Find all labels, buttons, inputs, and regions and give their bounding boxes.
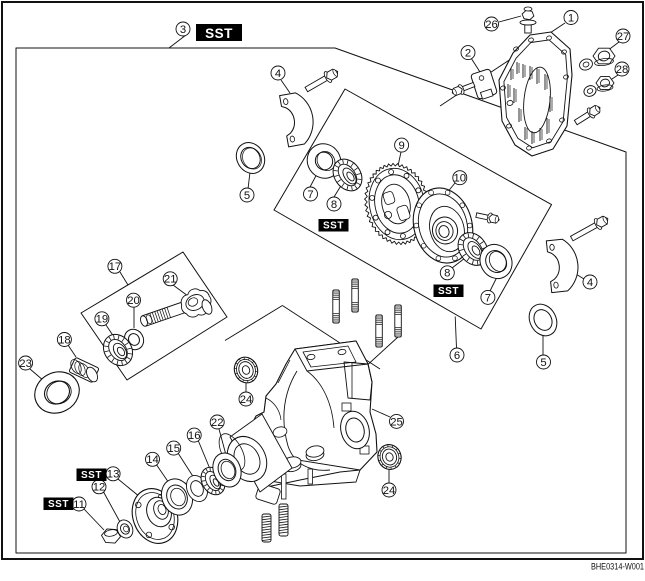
svg-text:2: 2 bbox=[465, 48, 471, 60]
svg-text:4: 4 bbox=[587, 277, 593, 289]
svg-text:SST: SST bbox=[323, 221, 344, 232]
svg-text:24: 24 bbox=[240, 394, 253, 406]
svg-text:8: 8 bbox=[331, 199, 337, 211]
svg-text:28: 28 bbox=[616, 64, 629, 76]
svg-text:23: 23 bbox=[19, 358, 32, 370]
svg-text:1: 1 bbox=[568, 12, 574, 24]
svg-text:BHE0314-W001: BHE0314-W001 bbox=[591, 562, 644, 572]
svg-text:8: 8 bbox=[444, 268, 450, 280]
svg-text:11: 11 bbox=[73, 499, 85, 511]
svg-text:21: 21 bbox=[164, 274, 177, 286]
svg-text:3: 3 bbox=[180, 24, 186, 36]
svg-text:SST: SST bbox=[438, 286, 459, 297]
svg-text:12: 12 bbox=[93, 482, 106, 494]
svg-text:18: 18 bbox=[58, 334, 71, 346]
svg-text:4: 4 bbox=[275, 68, 281, 80]
svg-text:24: 24 bbox=[383, 485, 396, 497]
svg-text:13: 13 bbox=[107, 469, 120, 481]
svg-text:22: 22 bbox=[211, 417, 224, 429]
svg-text:17: 17 bbox=[109, 261, 122, 273]
svg-text:7: 7 bbox=[307, 189, 313, 201]
svg-text:5: 5 bbox=[540, 357, 546, 369]
svg-text:SST: SST bbox=[205, 26, 233, 41]
svg-text:5: 5 bbox=[244, 190, 250, 202]
svg-text:15: 15 bbox=[167, 443, 180, 455]
svg-text:6: 6 bbox=[454, 350, 460, 362]
svg-text:16: 16 bbox=[188, 430, 201, 442]
svg-text:20: 20 bbox=[127, 295, 140, 307]
svg-text:7: 7 bbox=[485, 292, 491, 304]
svg-text:14: 14 bbox=[146, 454, 159, 466]
svg-text:26: 26 bbox=[485, 19, 498, 31]
svg-text:25: 25 bbox=[390, 416, 403, 428]
svg-text:SST: SST bbox=[81, 470, 102, 481]
svg-text:SST: SST bbox=[48, 499, 69, 510]
svg-text:19: 19 bbox=[96, 314, 109, 326]
svg-text:9: 9 bbox=[398, 140, 404, 152]
svg-text:27: 27 bbox=[617, 31, 630, 43]
svg-text:10: 10 bbox=[454, 173, 467, 185]
